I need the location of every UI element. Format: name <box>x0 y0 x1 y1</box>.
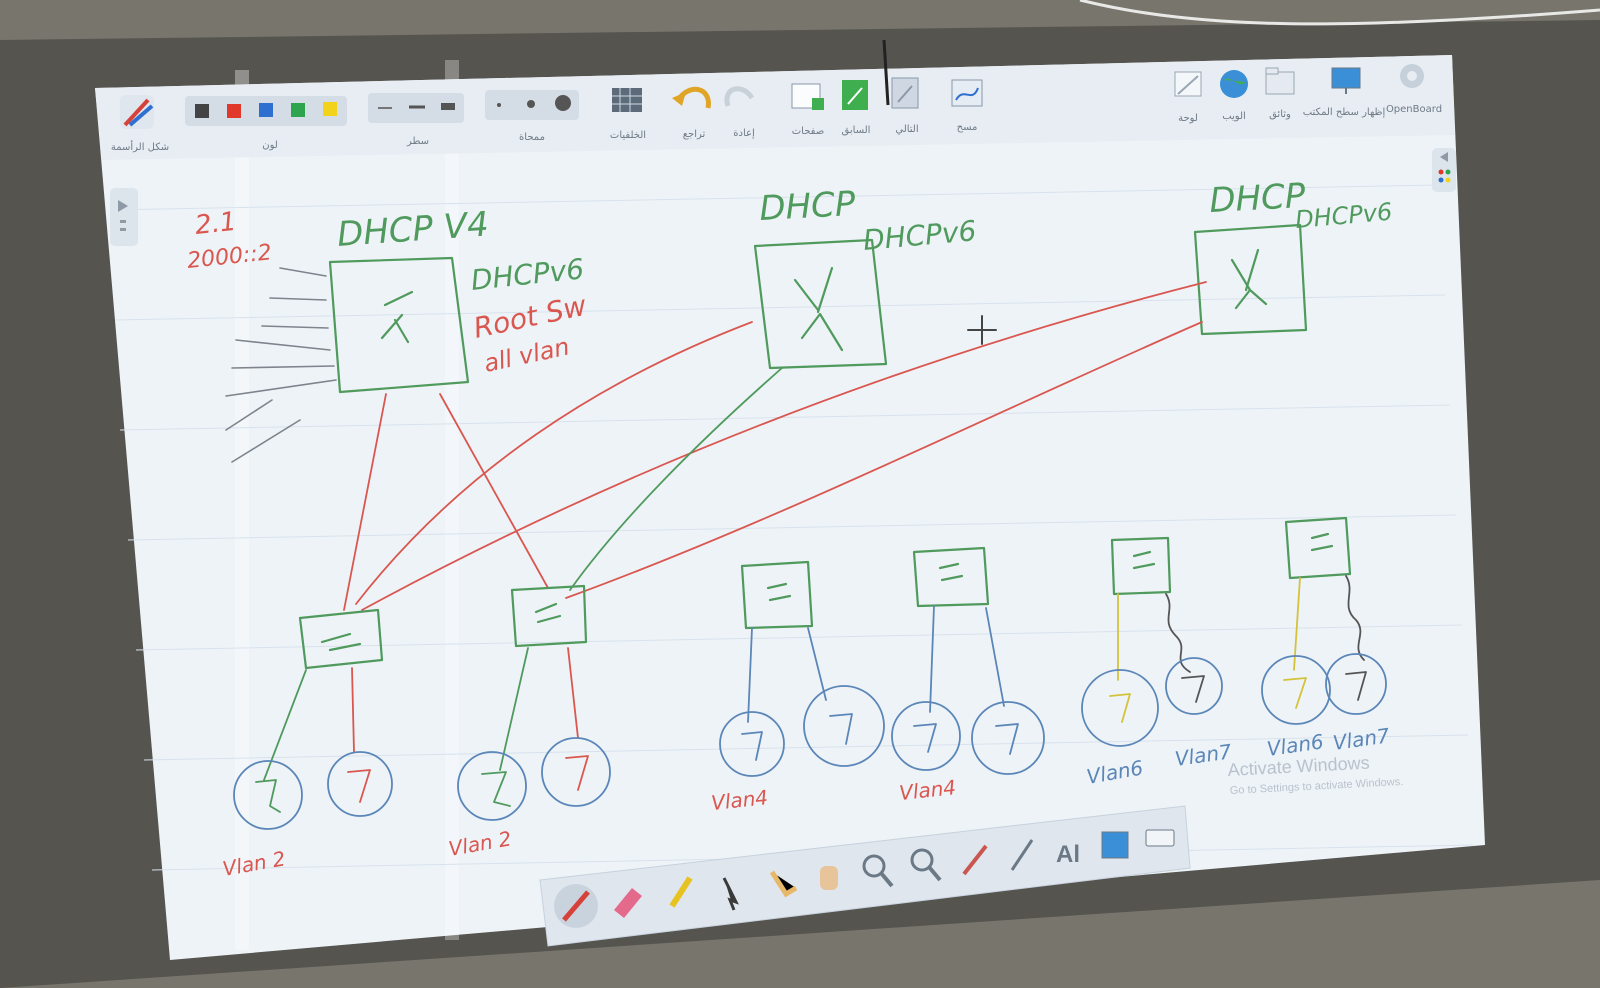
host-9 <box>1081 669 1159 747</box>
web-globe-icon[interactable] <box>1220 70 1248 98</box>
next-label: التالي <box>895 124 918 135</box>
host-10 <box>1165 657 1223 715</box>
light-streak <box>235 70 249 950</box>
host-1 <box>233 760 303 830</box>
eraser-label: ممحاة <box>519 132 545 143</box>
access-switch-1 <box>298 608 384 670</box>
color-swatch-yellow[interactable] <box>323 102 337 116</box>
color-swatch-black[interactable] <box>195 104 209 118</box>
color-palette[interactable] <box>185 96 347 126</box>
board-label: لوحة <box>1178 113 1198 124</box>
pages-label: صفحات <box>792 126 824 137</box>
core-switch-1 <box>328 256 470 394</box>
openboard-logo-icon[interactable] <box>120 95 154 129</box>
line-tool-icon[interactable] <box>1010 839 1034 871</box>
bottom-tool-dock: Al <box>539 805 1191 947</box>
ruled-lines <box>109 184 1475 871</box>
selector-arrow-icon[interactable] <box>722 877 739 911</box>
right-panel-toggle[interactable] <box>1432 148 1456 192</box>
host-6 <box>803 685 885 767</box>
access-switch-6 <box>1284 516 1352 580</box>
add-page-icon[interactable] <box>791 83 824 110</box>
right-toolbar-labels: لوحة الويب وثائق إظهار سطح المكتب OpenBo… <box>1178 104 1442 124</box>
host-4 <box>541 737 611 807</box>
color-label: لون <box>262 140 278 151</box>
openboard-label: OpenBoard <box>1386 104 1442 115</box>
network-drawing <box>225 223 1387 830</box>
undo-label: تراجع <box>683 129 706 140</box>
access-switch-2 <box>510 584 588 648</box>
text-tool-icon[interactable]: Al <box>1056 841 1080 868</box>
previous-page-icon[interactable] <box>842 80 868 110</box>
cable <box>1079 0 1600 26</box>
capture-tool-icon[interactable] <box>1101 831 1129 859</box>
host-8 <box>971 701 1045 775</box>
host-12 <box>1325 653 1387 715</box>
line-label: سطر <box>406 136 429 147</box>
show-desktop-icon[interactable] <box>1331 67 1361 94</box>
color-swatch-blue[interactable] <box>259 103 273 117</box>
vlan-label-4: Vlan4 <box>898 775 957 805</box>
highlighter-tool-icon[interactable] <box>669 876 693 908</box>
laser-pointer-icon[interactable] <box>962 844 988 876</box>
web-label: الويب <box>1222 111 1246 122</box>
pen-holder-cable <box>882 39 890 106</box>
zoom-out-icon[interactable] <box>910 848 942 882</box>
redo-icon[interactable] <box>724 86 755 107</box>
left-panel-toggle[interactable] <box>110 188 138 246</box>
eraser-tool-icon[interactable] <box>614 888 642 918</box>
pen-tool-icon[interactable] <box>554 884 598 928</box>
clear-page-icon[interactable] <box>951 79 983 107</box>
host-2 <box>327 751 393 817</box>
access-switch-5 <box>1110 536 1172 596</box>
vlan-label-3: Vlan4 <box>710 785 769 815</box>
note-number: 2.1 <box>194 207 238 241</box>
next-page-icon[interactable] <box>891 77 919 109</box>
eraser-size-selector[interactable] <box>485 90 579 120</box>
previous-label: السابق <box>842 125 871 136</box>
side-ticks <box>225 267 337 463</box>
host-7 <box>891 701 961 771</box>
host-11 <box>1261 655 1331 725</box>
redo-label: إعادة <box>733 128 755 139</box>
undo-arrowhead <box>672 92 686 106</box>
virtual-keyboard-icon[interactable] <box>1145 829 1175 847</box>
host-5 <box>719 711 785 777</box>
pan-hand-icon[interactable] <box>820 866 838 890</box>
color-swatch-green[interactable] <box>291 103 305 117</box>
access-switch-4 <box>912 546 990 608</box>
documents-label: وثائق <box>1269 109 1291 120</box>
core-switch-2 <box>753 238 888 370</box>
host-3 <box>457 751 527 821</box>
dhcp-label-3: DHCP <box>1208 176 1306 221</box>
access-switch-3 <box>740 560 814 630</box>
brand-label: شكل الرأسمة <box>111 140 169 153</box>
svg-text:Al: Al <box>1056 841 1080 868</box>
interact-hand-icon[interactable] <box>769 870 798 898</box>
backgrounds-label: الخلفيات <box>610 130 646 141</box>
dhcp-label-2: DHCP <box>758 184 856 229</box>
color-swatch-red[interactable] <box>227 104 241 118</box>
core-switch-3 <box>1193 223 1308 336</box>
clear-label: مسح <box>957 122 978 133</box>
zoom-in-icon[interactable] <box>862 854 894 888</box>
backgrounds-icon[interactable] <box>612 88 642 112</box>
board-mode-icon[interactable] <box>1174 71 1202 97</box>
desktop-label: إظهار سطح المكتب <box>1303 107 1386 118</box>
openboard-settings-gear-icon[interactable] <box>1400 64 1424 88</box>
line-width-selector[interactable] <box>368 93 464 123</box>
documents-folder-icon[interactable] <box>1265 67 1295 95</box>
plus-mark <box>967 315 997 345</box>
top-toolbar: شكل الرأسمة لون سطر ممحاة <box>95 39 1455 160</box>
